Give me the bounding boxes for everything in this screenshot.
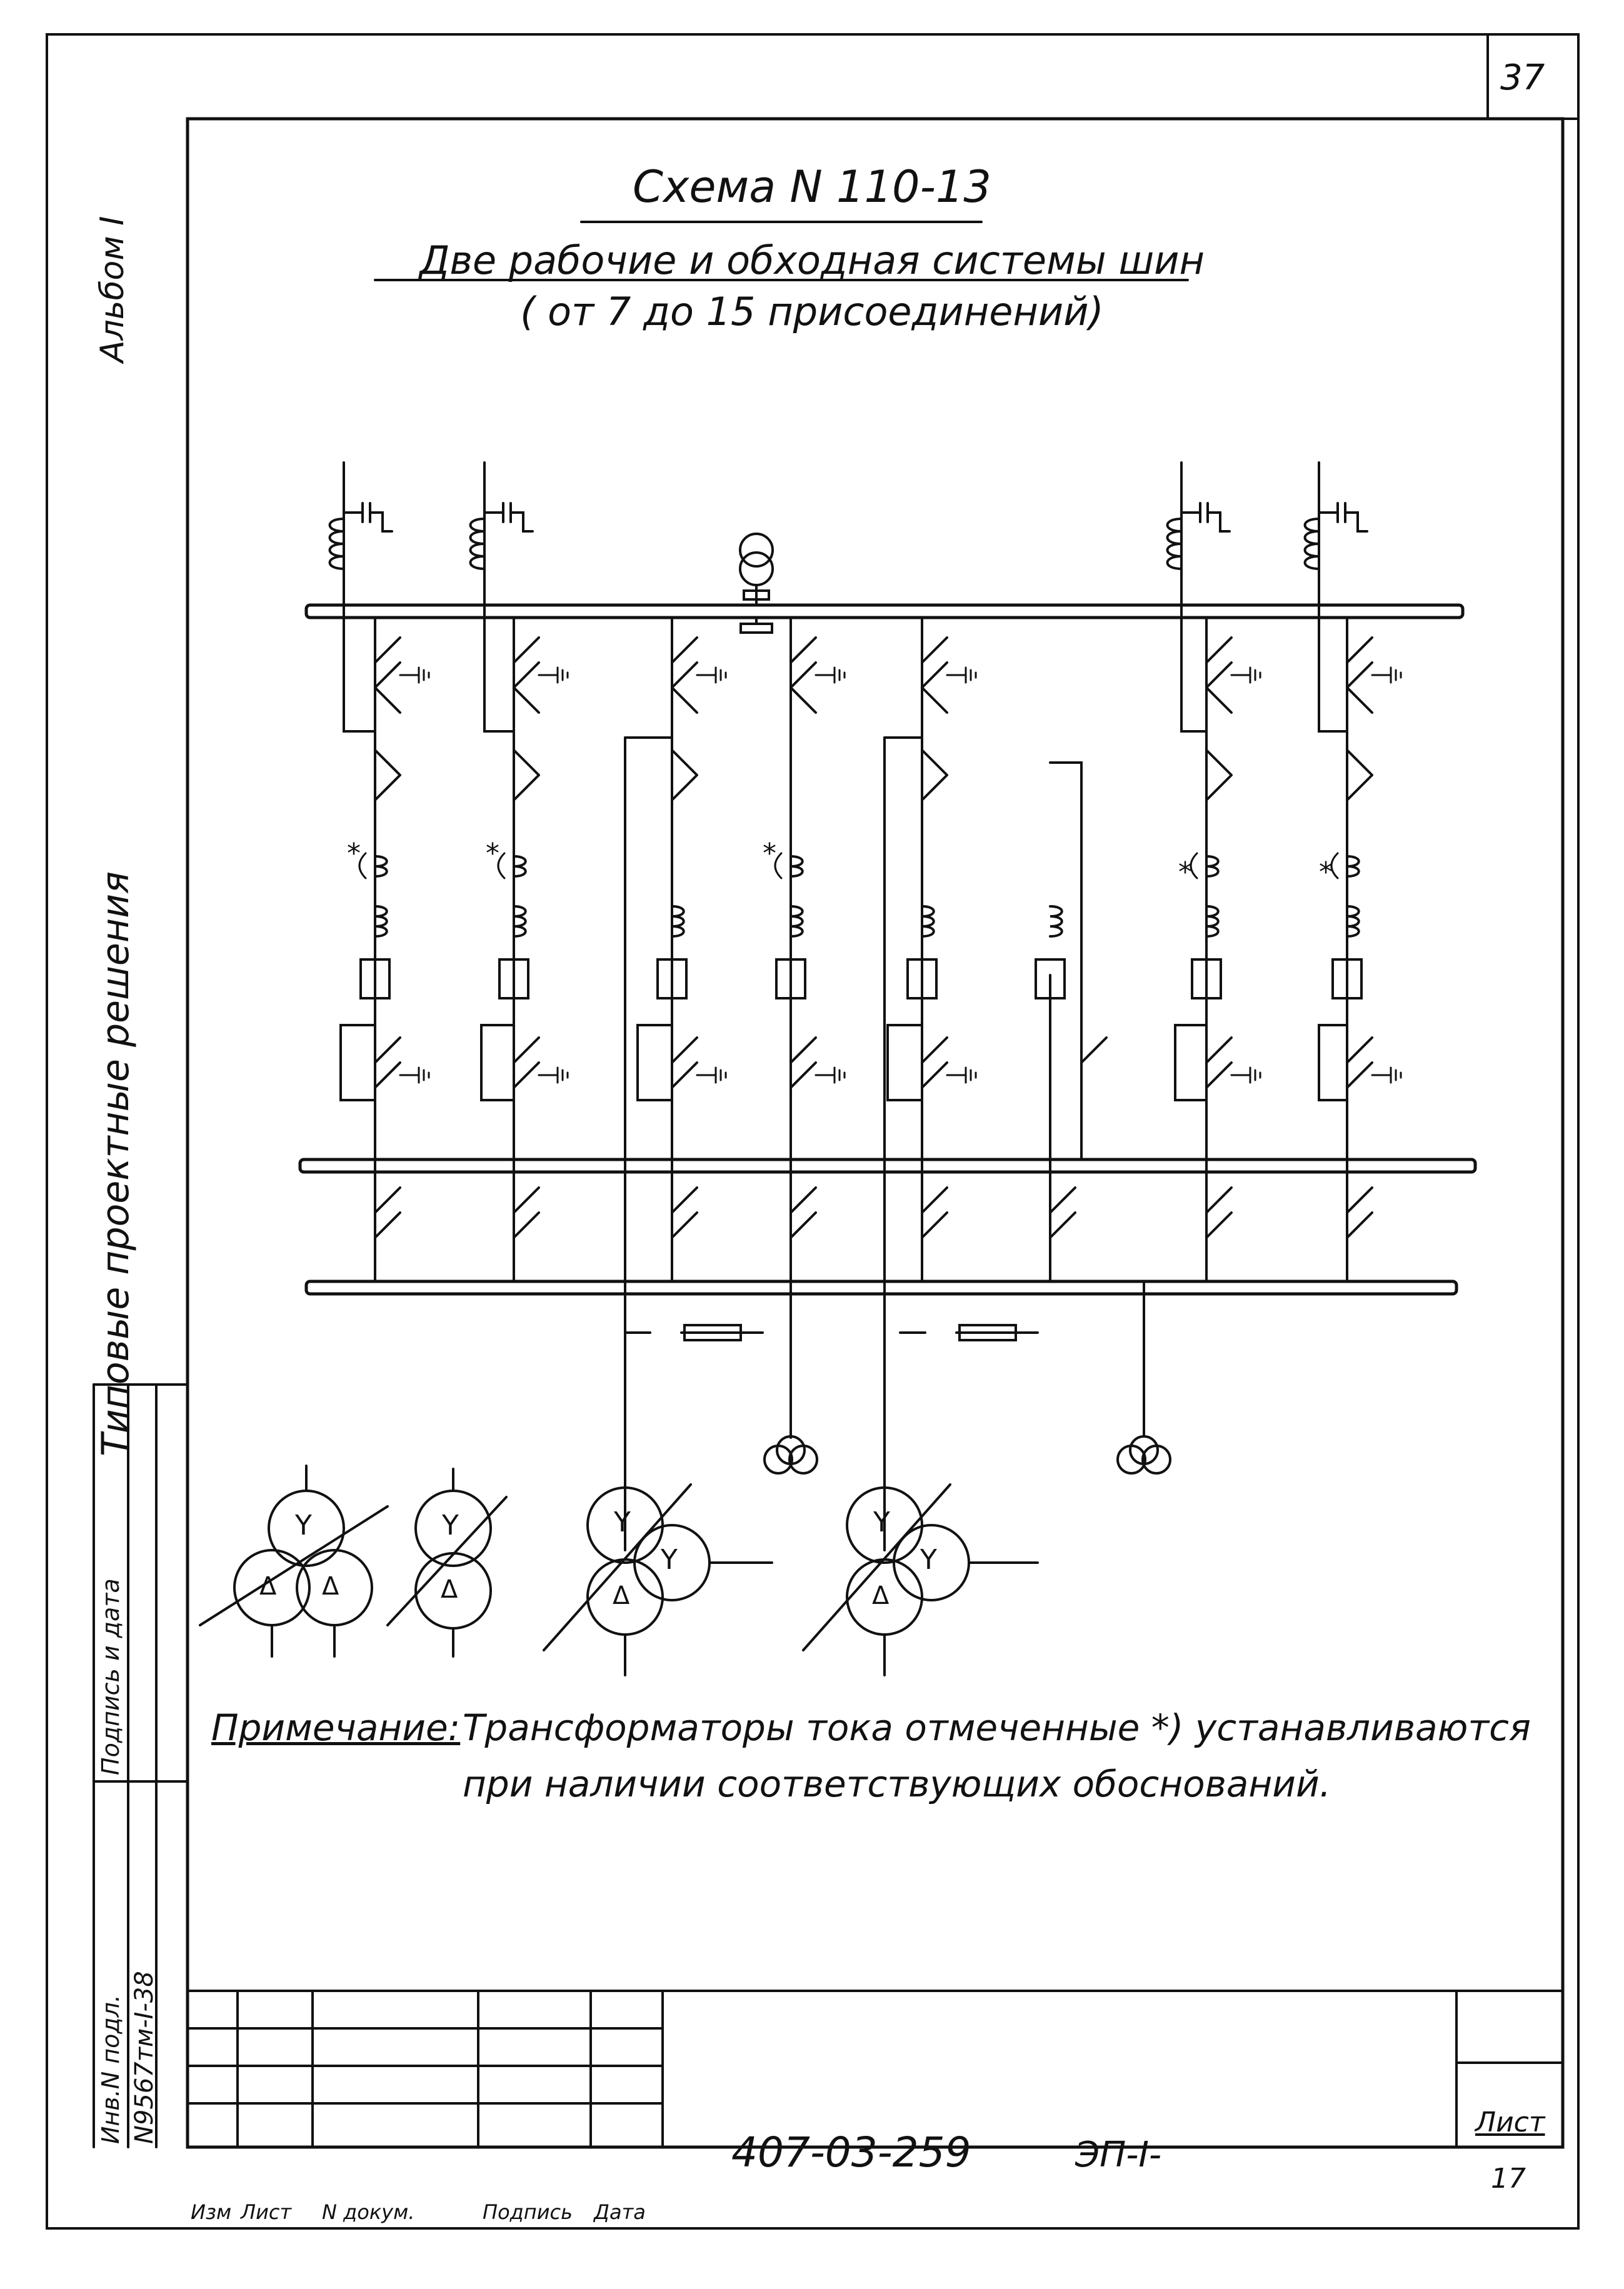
ct-mark: * <box>486 838 499 869</box>
winding-star: Y <box>442 1510 459 1541</box>
ct-marker-arcs <box>358 852 1339 879</box>
scheme-subtitle: Две рабочие и обходная системы шин <box>419 238 1205 283</box>
sheet-label: Лист <box>1475 2106 1545 2138</box>
ct-mark: * <box>1178 856 1192 888</box>
bypass-vt <box>763 1280 1171 1475</box>
scheme-title: Схема N 110-13 <box>633 161 991 213</box>
ct-mark: * <box>347 838 361 869</box>
bus-bypass <box>304 1280 1458 1296</box>
bus-voltage-transformer <box>739 533 774 634</box>
sheet-number: 17 <box>1491 2163 1526 2195</box>
col-list: Лист <box>241 2200 292 2224</box>
col-ndokum: N докум. <box>322 2200 415 2224</box>
ct-mark: * <box>1319 856 1333 888</box>
inventory-number: N9567тм-I-38 <box>130 1971 159 2144</box>
circuit-breakers <box>359 958 1363 999</box>
album-label: Альбом I <box>94 216 131 363</box>
title-block <box>186 1990 1564 2148</box>
left-stamp-frame <box>93 1383 189 2148</box>
outer-border <box>46 33 1580 2230</box>
winding-delta: Δ <box>441 1575 458 1604</box>
note-line-2: при наличии соответствующих обоснований. <box>463 1763 1331 1805</box>
winding-star: Y <box>661 1544 678 1576</box>
signature-date-label: Подпись и дата <box>97 1578 124 1775</box>
winding-star: Y <box>920 1544 937 1576</box>
page-number-box <box>1486 33 1580 120</box>
inventory-label: Инв.N подл. <box>97 1995 124 2144</box>
current-transformers <box>374 855 1360 938</box>
transformer-feeds <box>624 736 923 1551</box>
winding-delta: Δ <box>259 1572 277 1601</box>
col-izm: Изм <box>191 2200 232 2224</box>
coupling-capacitors <box>343 502 1368 533</box>
sheet-code: ЭП-I- <box>1075 2135 1162 2175</box>
feeder-lines <box>343 461 1320 606</box>
note-label: Примечание: <box>211 1706 461 1749</box>
winding-delta: Δ <box>613 1581 630 1610</box>
series-title: Типовые проектные решения <box>94 871 138 1456</box>
bay-verticals <box>374 616 1348 1439</box>
earthing-switches <box>399 666 1402 1084</box>
winding-star: Y <box>873 1506 890 1538</box>
document-code: 407-03-259 <box>731 2128 971 2176</box>
bus-working-1 <box>304 603 1465 619</box>
ct-mark: * <box>763 838 776 869</box>
disconnectors <box>374 636 1373 1239</box>
scheme-subtitle-2: ( от 7 до 15 присоединений) <box>520 289 1104 334</box>
page-number: 37 <box>1500 58 1545 98</box>
bus-working-2 <box>298 1158 1477 1174</box>
inner-border <box>186 117 1565 2149</box>
bypass-loops <box>339 604 1348 1161</box>
line-traps <box>328 518 1320 570</box>
col-podpis: Подпись <box>483 2200 573 2224</box>
winding-star: Y <box>295 1510 312 1541</box>
winding-delta: Δ <box>322 1572 339 1601</box>
winding-star: Y <box>614 1506 631 1538</box>
col-data: Дата <box>594 2200 646 2224</box>
note-line-1: Трансформаторы тока отмеченные *) устана… <box>463 1706 1531 1749</box>
surge-arresters <box>624 1324 1039 1341</box>
winding-delta: Δ <box>872 1581 890 1610</box>
power-transformers <box>199 1465 1039 1676</box>
